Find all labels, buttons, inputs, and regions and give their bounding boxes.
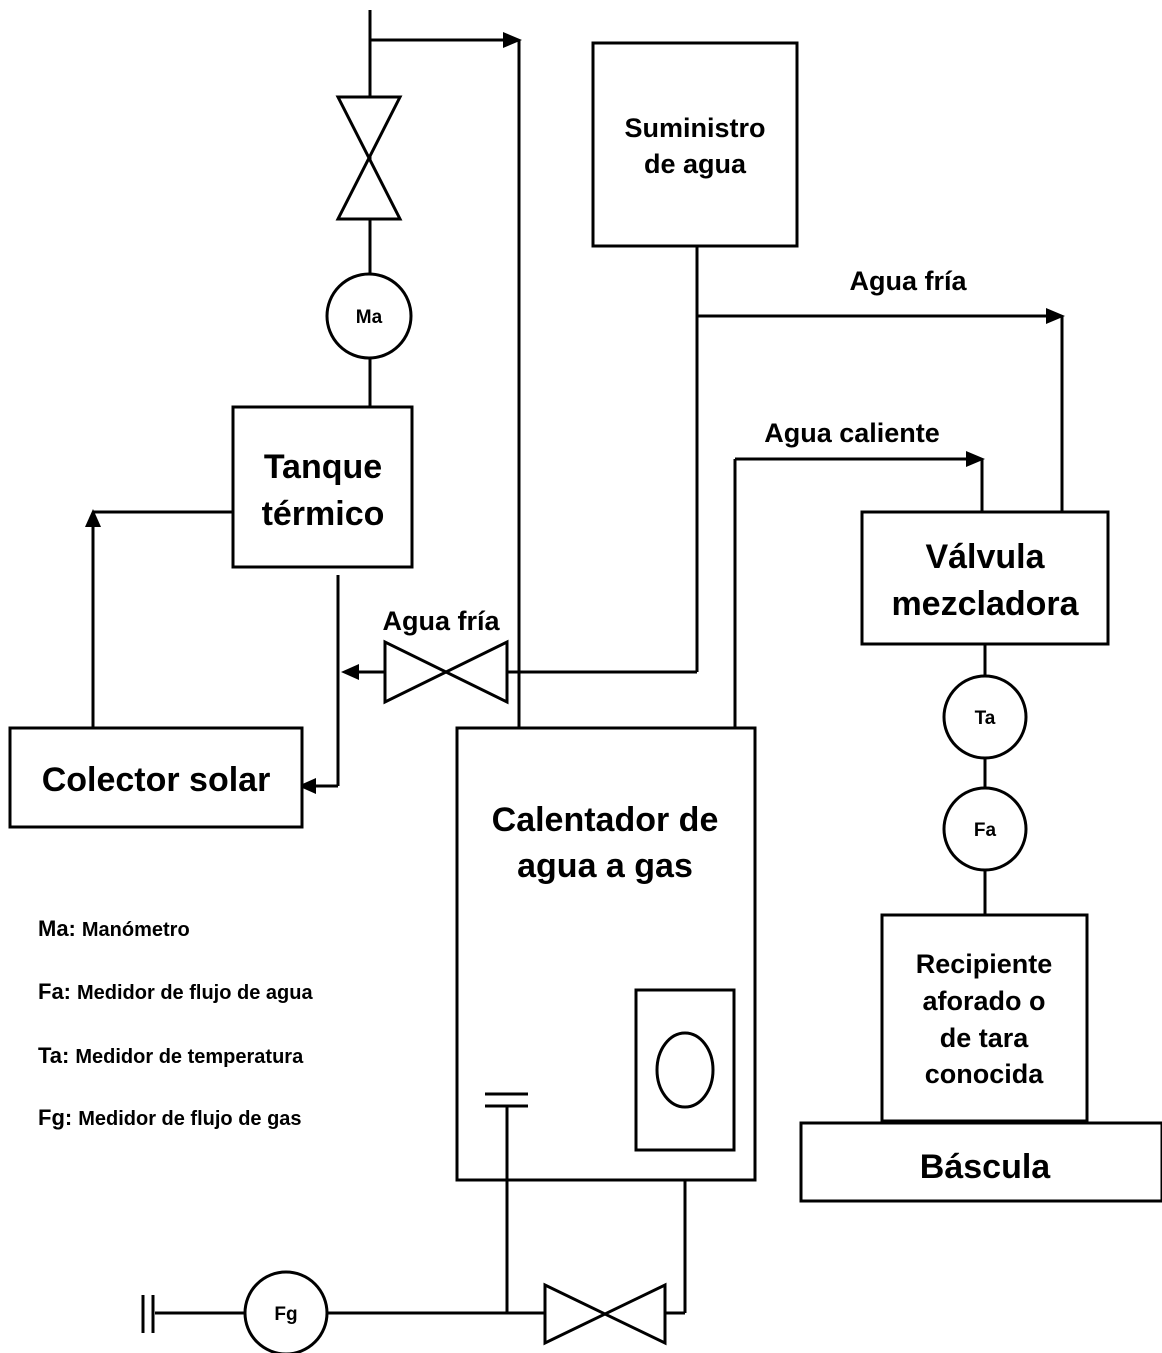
- collector-label: Colector solar: [42, 761, 271, 799]
- gas-inlet-cap-icon: [141, 1295, 155, 1333]
- arrow-to-collector-up: [85, 509, 101, 527]
- water-flow-meter-label: Fa: [974, 820, 997, 841]
- manometer-label: Ma: [356, 307, 383, 328]
- gas-valve-icon[interactable]: [543, 1282, 667, 1346]
- container-label-line2: aforado o: [922, 986, 1045, 1016]
- vent-valve-icon[interactable]: [335, 95, 403, 221]
- supply-label-line2: de agua: [644, 149, 747, 179]
- temperature-meter-icon: [942, 674, 1028, 760]
- water-flow-meter-icon: [942, 786, 1028, 872]
- water-flow-meter[interactable]: Fa: [942, 786, 1028, 872]
- legend: Ma:Manómetro Fa:Medidor de flujo de agua…: [38, 916, 313, 1130]
- supply-label-line1: Suministro: [624, 113, 765, 143]
- container-label-line4: conocida: [925, 1059, 1045, 1089]
- cold-inlet-valve-icon[interactable]: [383, 639, 509, 705]
- thermal-tank-box: Tanque térmico: [231, 405, 414, 569]
- gas-heater-box: Calentador de agua a gas: [455, 726, 757, 1182]
- tank-label-line1: Tanque: [264, 448, 382, 486]
- arrow-into-tank-cold: [341, 664, 359, 680]
- scale-label: Báscula: [920, 1148, 1051, 1186]
- heater-label-line2: agua a gas: [517, 847, 693, 885]
- tank-label-line2: térmico: [262, 495, 385, 533]
- legend-item: Ta:Medidor de temperatura: [38, 1043, 304, 1068]
- container-label-line3: de tara: [940, 1023, 1030, 1053]
- arrowheads: [85, 32, 1065, 794]
- solar-collector-box: Colector solar: [8, 726, 304, 829]
- container-label-line1: Recipiente: [916, 949, 1053, 979]
- container-box: Recipiente aforado o de tara conocida: [880, 913, 1089, 1123]
- legend-item: Fg:Medidor de flujo de gas: [38, 1105, 302, 1130]
- arrow-cold-to-mixer: [1046, 308, 1065, 324]
- legend-item: Ma:Manómetro: [38, 916, 190, 941]
- temperature-meter-label: Ta: [975, 708, 996, 729]
- arrow-hot-to-mixer: [966, 451, 985, 467]
- arrow-top-right: [503, 32, 522, 48]
- gas-flow-meter-icon: [243, 1270, 329, 1353]
- mixing-valve-box: Válvula mezcladora: [860, 510, 1110, 646]
- gas-flow-meter-label: Fg: [274, 1304, 297, 1325]
- gas-flow-meter[interactable]: Fg: [243, 1270, 329, 1353]
- supply-box: Suministro de agua: [591, 41, 799, 248]
- manometer-icon: [325, 272, 413, 360]
- mixer-label-line1: Válvula: [925, 538, 1045, 576]
- arrow-into-collector: [298, 778, 316, 794]
- temperature-meter[interactable]: Ta: [942, 674, 1028, 760]
- legend-item: Fa:Medidor de flujo de agua: [38, 979, 313, 1004]
- cold-water-label-left: Agua fría: [382, 606, 500, 636]
- cold-water-label-top: Agua fría: [849, 266, 967, 296]
- heater-label-line1: Calentador de: [492, 801, 719, 839]
- hot-water-label: Agua caliente: [764, 418, 940, 448]
- scale-box: Báscula: [799, 1121, 1162, 1203]
- mixer-label-line2: mezcladora: [891, 585, 1079, 623]
- manometer[interactable]: Ma: [325, 272, 413, 360]
- burner-flame-icon: [655, 1031, 715, 1109]
- valves: [335, 95, 667, 1346]
